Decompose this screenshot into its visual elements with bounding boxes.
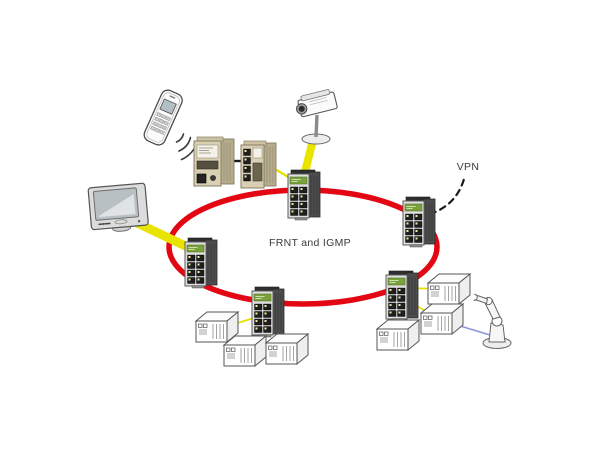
phone-keypad <box>150 112 171 135</box>
pc-tower <box>376 319 420 351</box>
vpn-label: VPN <box>457 161 480 173</box>
pc-tower <box>265 333 309 365</box>
wireless-modem-icon <box>193 136 235 187</box>
modem-label <box>196 144 219 159</box>
din-switch-side-vents <box>266 147 274 183</box>
camera-body-lines <box>309 97 328 106</box>
ring-switch-bottom-right <box>385 270 419 322</box>
monitor-buttons <box>98 222 111 226</box>
pc-tower <box>223 335 267 367</box>
monitor-swivel <box>114 219 128 225</box>
ring-switch-bottom-left <box>251 286 285 338</box>
phone-screen <box>159 98 177 115</box>
modem-side-panel <box>220 138 235 185</box>
modem-side-vents <box>223 143 231 181</box>
ip-camera-icon <box>296 89 338 145</box>
monitor-power-led <box>137 219 141 223</box>
modem-label-text-lines <box>199 147 213 154</box>
pc-tower <box>195 311 239 343</box>
phone-body-inner <box>146 92 180 143</box>
pc-to-robot-link <box>456 324 491 336</box>
robot-gripper <box>475 294 489 305</box>
modem-connector <box>196 173 207 184</box>
phone-earpiece <box>169 95 176 99</box>
camera-post <box>314 114 319 138</box>
pc-tower <box>427 273 471 305</box>
din-switch-port-column <box>243 148 251 182</box>
pc-tower <box>420 303 464 335</box>
ring-label: FRNT and IGMP <box>269 237 351 249</box>
robot-arm-icon <box>473 293 512 349</box>
modem-display <box>196 160 219 170</box>
camera-lens <box>298 105 305 112</box>
robot-pedestal <box>488 322 506 343</box>
ring-switch-right <box>402 196 436 248</box>
ring-switch-top <box>287 169 321 221</box>
din-serial-switch-icon <box>240 140 277 189</box>
din-switch-label <box>252 147 263 159</box>
modem-antenna-port <box>210 175 216 181</box>
mobile-phone-icon <box>143 89 183 146</box>
ring-switch-left <box>184 237 218 289</box>
monitor-screen-glare <box>98 194 136 218</box>
din-switch-dip-panel <box>252 162 263 182</box>
crt-monitor-icon <box>87 182 149 232</box>
robot-gripper-prongs <box>473 293 478 301</box>
camera-top-panel <box>300 89 331 102</box>
